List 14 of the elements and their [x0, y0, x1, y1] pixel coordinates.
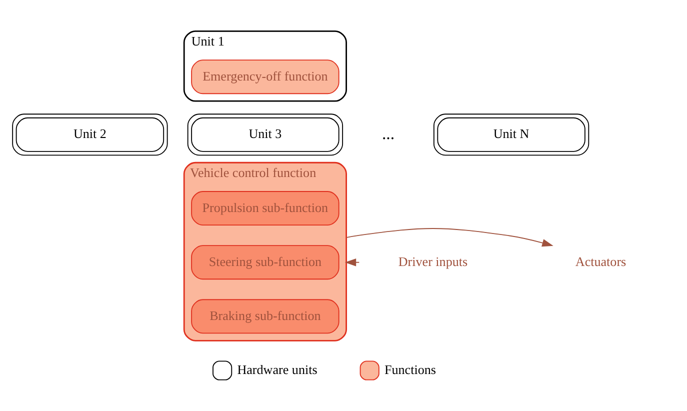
node-text: Driver inputs [398, 254, 468, 269]
node-box: Emergency-off function [191, 60, 340, 94]
node-text: Actuators [575, 254, 626, 269]
node-box: Steering sub-function [191, 245, 340, 280]
node-box: Unit 2 [12, 114, 168, 156]
arrow [344, 258, 360, 266]
node-box: Unit 3 [187, 114, 344, 156]
node-box: Unit N [433, 114, 590, 156]
label: ... [382, 124, 395, 143]
arrow [346, 228, 554, 247]
legend-label: Functions [384, 362, 436, 377]
node-box: Propulsion sub-function [191, 191, 340, 226]
node-box: Braking sub-function [191, 299, 340, 334]
legend-label: Hardware units [237, 362, 318, 377]
